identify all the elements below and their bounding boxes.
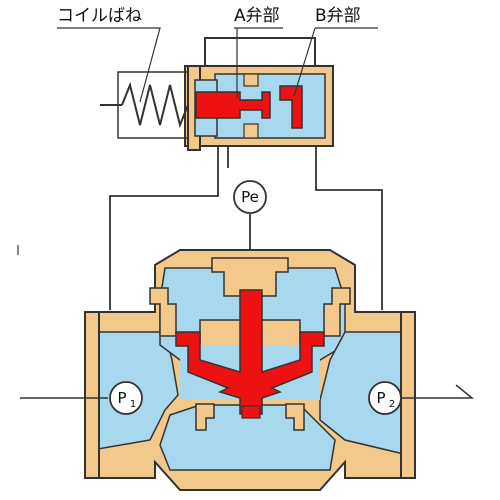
pilot-seat-top	[243, 73, 259, 87]
outlet-flow-arrow	[402, 384, 475, 399]
pipe-inlet-to-pilot	[109, 146, 219, 310]
left-seat	[195, 403, 215, 431]
gauge-pe: Pe	[233, 180, 267, 214]
gauge-pe-ring	[233, 180, 267, 214]
gauge-p2: P 2	[368, 381, 402, 415]
gauge-p1-label: P	[117, 389, 126, 407]
label-valve-a-text: A弁部	[234, 6, 280, 26]
label-valve-b-text: B弁部	[315, 6, 361, 26]
gauge-p1-subscript: 1	[130, 399, 136, 410]
spring-coil	[121, 81, 189, 129]
spring-housing	[117, 71, 189, 139]
bonnet-cap	[211, 257, 289, 297]
label-valve-a: A弁部	[234, 6, 283, 98]
gauge-p2-subscript: 2	[389, 399, 395, 410]
valve-b-piston	[279, 85, 303, 129]
valve-a-spool	[195, 91, 271, 119]
main-valve	[84, 249, 416, 491]
gauge-p1: P 1	[109, 381, 143, 415]
inlet-flange	[84, 311, 100, 479]
pipe-outlet-to-pilot	[315, 146, 383, 310]
main-piston	[175, 289, 325, 415]
gauge-p2-label: P	[376, 389, 385, 407]
leader-coil-spring	[57, 27, 161, 103]
label-coil-spring: コイルばね	[57, 6, 161, 103]
right-seat	[285, 403, 305, 431]
leader-valve-a	[234, 27, 283, 98]
pilot-seat-bottom	[243, 123, 259, 139]
label-coil-spring-text: コイルばね	[57, 6, 142, 26]
gauge-p2-ring	[368, 381, 402, 415]
piston-stem-tip	[241, 405, 261, 419]
leader-valve-b	[293, 27, 378, 97]
outlet-fluid	[319, 331, 409, 456]
label-valve-b: B弁部	[293, 6, 378, 97]
pilot-frame	[204, 37, 316, 69]
pilot-valve	[184, 37, 334, 151]
gauge-p1-ring	[109, 381, 143, 415]
coil-spring	[100, 71, 189, 139]
outlet-flange	[400, 311, 416, 479]
pilot-pipes	[109, 146, 383, 310]
gauge-pe-label: Pe	[241, 188, 259, 206]
